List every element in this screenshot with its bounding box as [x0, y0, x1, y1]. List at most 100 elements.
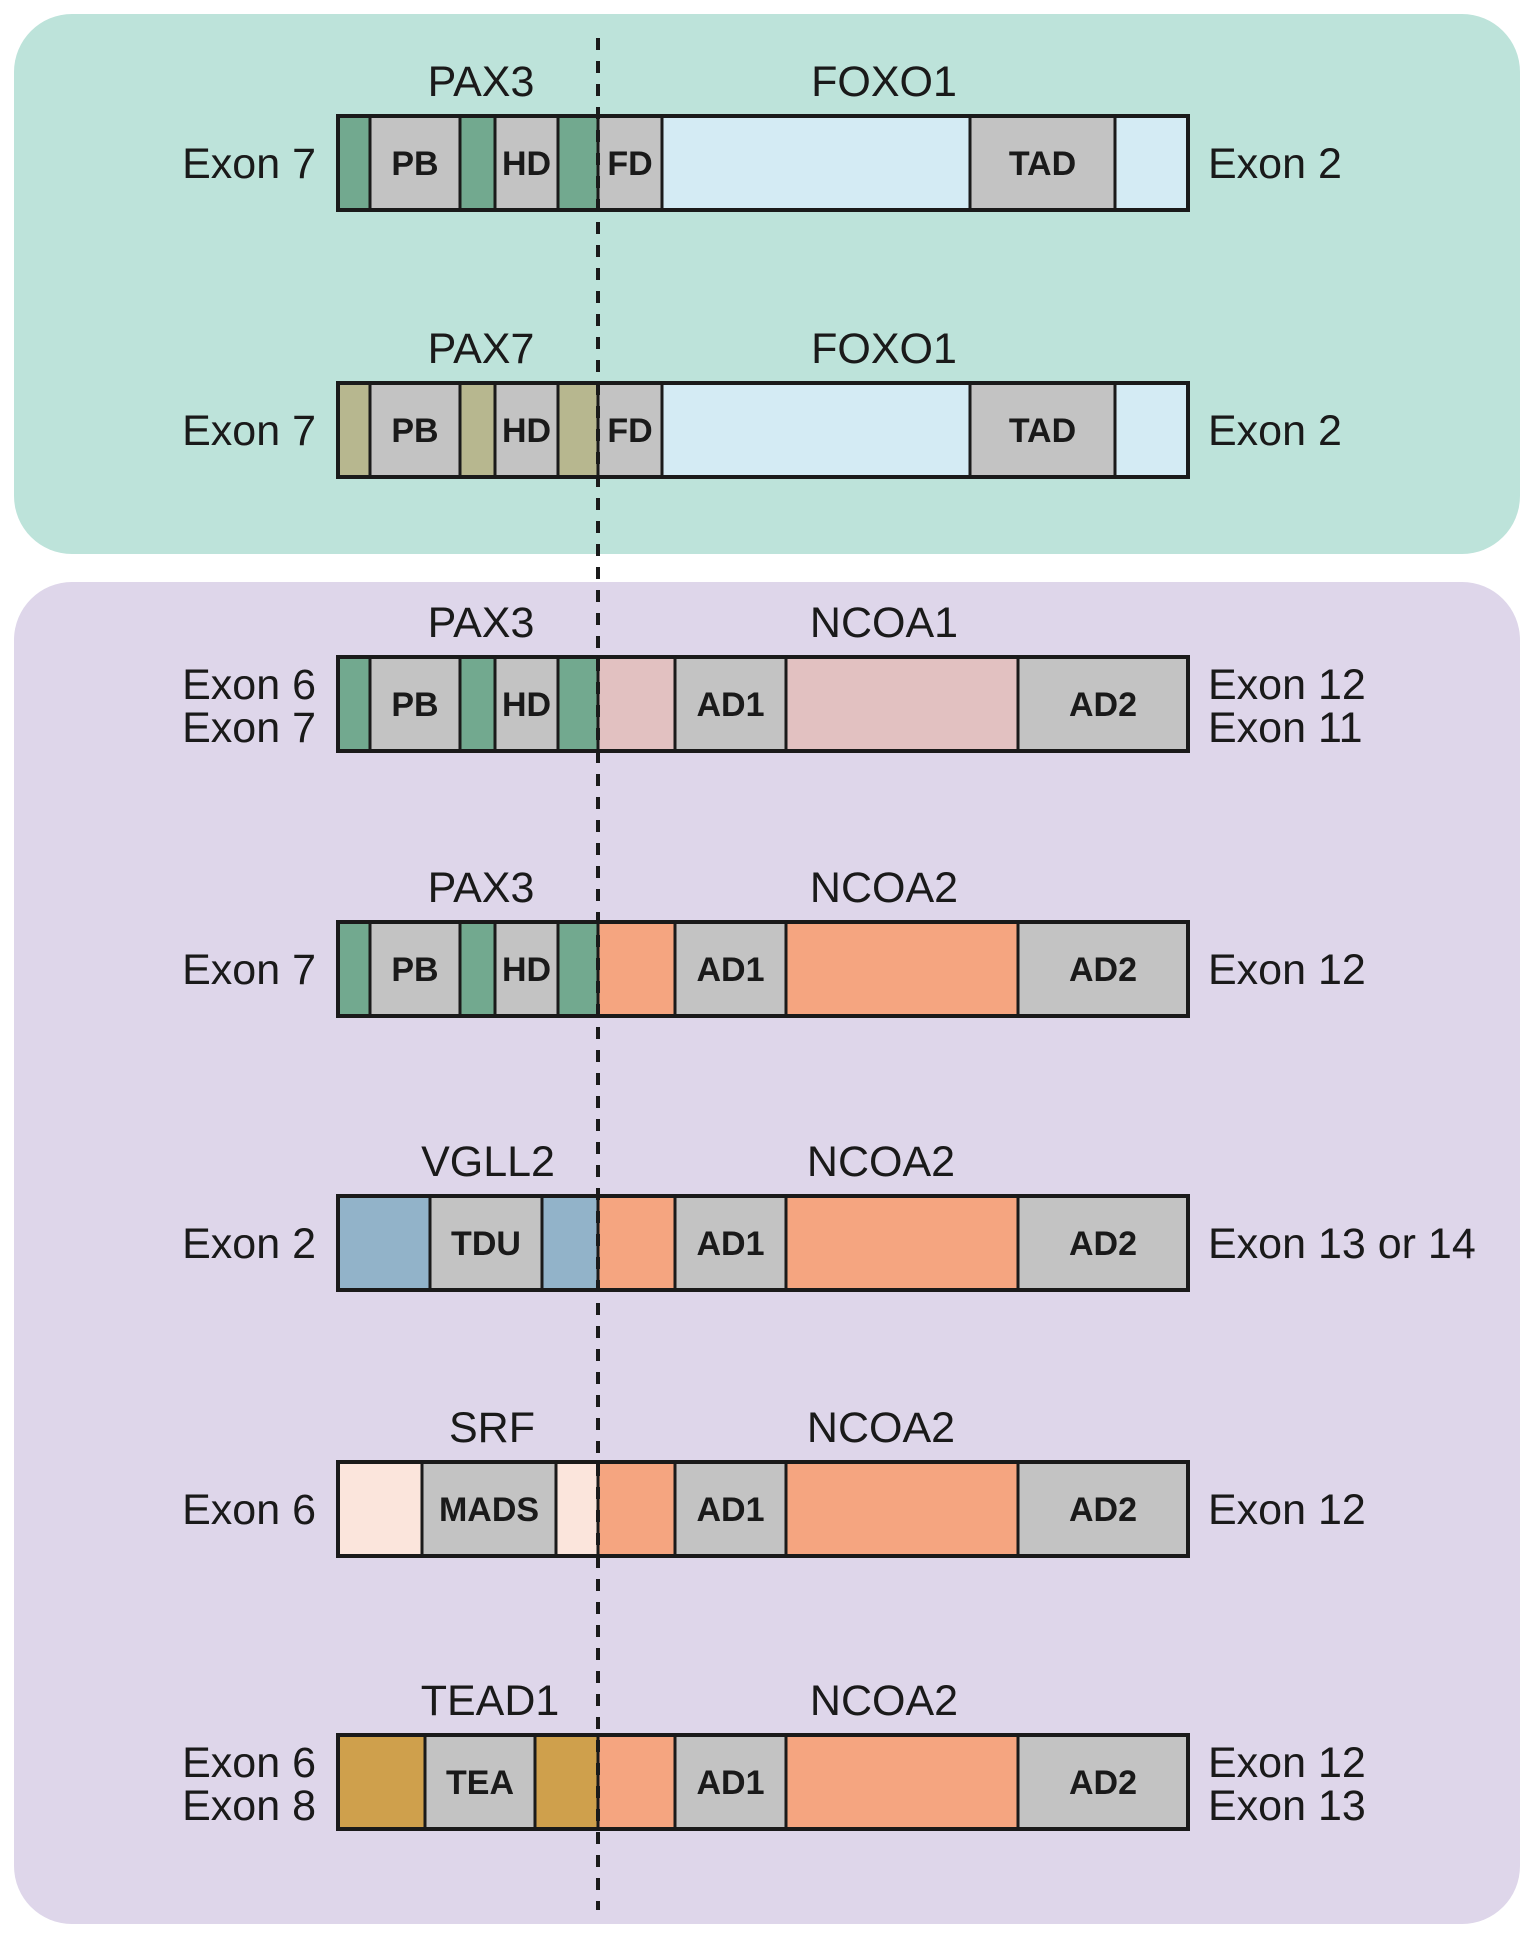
- exon-right-label: Exon 2: [1208, 140, 1342, 188]
- domain-label: AD1: [696, 1764, 764, 1802]
- partner-5prime-label: TEAD1: [421, 1677, 560, 1725]
- domain-label: AD1: [696, 1225, 764, 1263]
- fusion-bar-outline: [336, 381, 1190, 479]
- exon-left-label: Exon 7: [182, 704, 316, 752]
- exon-right-label: Exon 12: [1208, 1486, 1366, 1534]
- exon-left-label: Exon 6: [182, 1486, 316, 1534]
- exon-left-label: Exon 7: [182, 140, 316, 188]
- segment: [660, 114, 972, 212]
- exon-left-label: Exon 7: [182, 407, 316, 455]
- fusion-bar-outline: [336, 1194, 1190, 1292]
- segment: [336, 1194, 432, 1292]
- domain-pb: [368, 381, 462, 479]
- exon-left-label: Exon 8: [182, 1782, 316, 1830]
- exon-left-label: Exon 6: [182, 661, 316, 709]
- segment: [784, 1733, 1020, 1831]
- segment: [784, 1194, 1020, 1292]
- segment: [556, 381, 600, 479]
- segment: [596, 655, 677, 753]
- exon-left-label: Exon 6: [182, 1739, 316, 1787]
- domain-label: MADS: [439, 1491, 539, 1529]
- domain-label: AD2: [1069, 686, 1137, 724]
- partner-3prime-label: NCOA2: [807, 1138, 955, 1186]
- exon-right-label: Exon 12: [1208, 946, 1366, 994]
- segment: [336, 114, 372, 212]
- partner-5prime-label: PAX7: [428, 325, 535, 373]
- domain-label: HD: [502, 951, 551, 989]
- exon-right-label: Exon 11: [1208, 704, 1363, 752]
- segment: [660, 381, 972, 479]
- domain-label: AD1: [696, 951, 764, 989]
- domain-label: TEA: [446, 1764, 514, 1802]
- fusion-bar-outline: [336, 655, 1190, 753]
- fusion-bar-outline: [336, 1733, 1190, 1831]
- fusion-bar-outline: [336, 920, 1190, 1018]
- domain-label: FD: [607, 145, 652, 183]
- exon-right-label: Exon 2: [1208, 407, 1342, 455]
- segment: [596, 1733, 677, 1831]
- fusion-bar-outline: [336, 114, 1190, 212]
- segment: [556, 920, 600, 1018]
- segment: [784, 920, 1020, 1018]
- partner-3prime-label: NCOA1: [810, 599, 958, 647]
- segment: [336, 1460, 424, 1558]
- segment: [556, 655, 600, 753]
- exon-left-label: Exon 2: [182, 1220, 316, 1268]
- domain-mads: [420, 1460, 558, 1558]
- segment: [554, 1460, 600, 1558]
- segment: [540, 1194, 600, 1292]
- segment: [784, 655, 1020, 753]
- domain-label: AD2: [1069, 1764, 1137, 1802]
- domain-label: PB: [391, 686, 438, 724]
- exon-right-label: Exon 12: [1208, 661, 1366, 709]
- domain-label: PB: [391, 145, 438, 183]
- exon-left-label: Exon 7: [182, 946, 316, 994]
- segment: [533, 1733, 600, 1831]
- segment: [336, 381, 372, 479]
- domain-ad1: [673, 920, 788, 1018]
- domain-label: HD: [502, 412, 551, 450]
- domain-label: HD: [502, 145, 551, 183]
- domain-ad1: [673, 1733, 788, 1831]
- partner-5prime-label: PAX3: [428, 599, 535, 647]
- exon-right-label: Exon 13: [1208, 1782, 1366, 1830]
- domain-label: AD1: [696, 686, 764, 724]
- segment: [596, 920, 677, 1018]
- domain-label: AD1: [696, 1491, 764, 1529]
- domain-tea: [423, 1733, 537, 1831]
- partner-3prime-label: NCOA2: [810, 864, 958, 912]
- partner-5prime-label: PAX3: [428, 58, 535, 106]
- fusion-bar-outline: [336, 1460, 1190, 1558]
- segment: [336, 1733, 427, 1831]
- partner-3prime-label: FOXO1: [811, 58, 957, 106]
- domain-label: PB: [391, 951, 438, 989]
- segment: [556, 114, 600, 212]
- partner-5prime-label: VGLL2: [421, 1138, 555, 1186]
- domain-label: AD2: [1069, 1225, 1137, 1263]
- domain-ad1: [673, 1194, 788, 1292]
- domain-label: HD: [502, 686, 551, 724]
- segment: [596, 1194, 677, 1292]
- segment: [336, 920, 372, 1018]
- domain-label: AD2: [1069, 951, 1137, 989]
- domain-label: TDU: [451, 1225, 521, 1263]
- domain-label: FD: [607, 412, 652, 450]
- partner-3prime-label: FOXO1: [811, 325, 957, 373]
- exon-right-label: Exon 12: [1208, 1739, 1366, 1787]
- segment: [458, 114, 497, 212]
- partner-5prime-label: PAX3: [428, 864, 535, 912]
- domain-label: PB: [391, 412, 438, 450]
- exon-right-label: Exon 13 or 14: [1208, 1220, 1476, 1268]
- partner-5prime-label: SRF: [449, 1404, 535, 1452]
- partner-3prime-label: NCOA2: [810, 1677, 958, 1725]
- segment: [336, 655, 372, 753]
